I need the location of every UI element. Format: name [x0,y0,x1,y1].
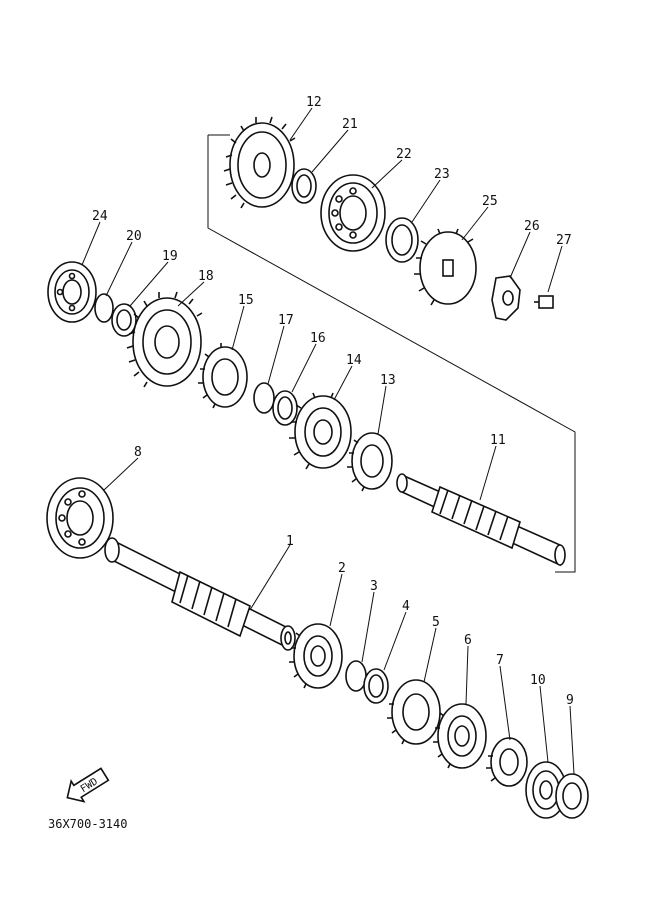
callout-10: 10 [530,673,546,688]
part-15-gear [198,343,248,409]
callout-11: 11 [490,433,506,448]
part-13-gear [347,432,393,492]
part-8-bearing [46,477,114,559]
callout-26: 26 [524,219,540,234]
callout-22: 22 [396,147,412,162]
part-12-gear [223,116,296,209]
callout-17: 17 [278,313,294,328]
callout-3: 3 [370,579,378,594]
callout-2: 2 [338,561,346,576]
callout-9: 9 [566,693,574,708]
callout-25: 25 [482,194,498,209]
part-20-circlip [94,293,114,323]
part-14-gear [289,392,352,470]
callout-6: 6 [464,633,472,648]
part-25-sprocket [414,228,477,306]
drawing-code: 36X700-3140 [48,817,127,831]
part-26-lock-plate [491,275,521,321]
part-7-gear [486,737,528,787]
part-22-bearing [320,174,386,252]
part-11-countershaft [396,473,566,567]
part-2-gear [289,623,343,689]
part-9-oil-seal [555,773,589,819]
callout-24: 24 [92,209,108,224]
part-23-oil-seal [385,217,419,263]
callout-labels: 1 2 3 4 5 6 7 8 9 10 11 12 13 14 15 16 1… [92,95,574,708]
callout-13: 13 [380,373,396,388]
callout-20: 20 [126,229,142,244]
fwd-arrow-icon: FWD [66,767,110,803]
part-18-gear [126,291,203,388]
part-24-bearing [47,261,97,323]
callout-8: 8 [134,445,142,460]
part-21-washer [291,168,317,204]
part-3-circlip [345,660,367,692]
part-16-washer [272,390,298,426]
callout-15: 15 [238,293,254,308]
callout-23: 23 [434,167,450,182]
part-1-main-axle [104,537,296,651]
callout-7: 7 [496,653,504,668]
callout-12: 12 [306,95,322,110]
callout-18: 18 [198,269,214,284]
part-27-bolt [534,295,554,309]
part-19-washer [111,303,137,337]
callout-27: 27 [556,233,572,248]
group-bracket [207,135,576,573]
callout-4: 4 [402,599,410,614]
callout-5: 5 [432,615,440,630]
callout-1: 1 [286,534,294,549]
part-6-gear [433,703,487,769]
callout-16: 16 [310,331,326,346]
part-5-gear [387,679,441,745]
callout-21: 21 [342,117,358,132]
leader-lines [81,107,575,775]
part-17-circlip [253,382,275,414]
callout-19: 19 [162,249,178,264]
part-4-washer [363,668,389,704]
callout-14: 14 [346,353,362,368]
